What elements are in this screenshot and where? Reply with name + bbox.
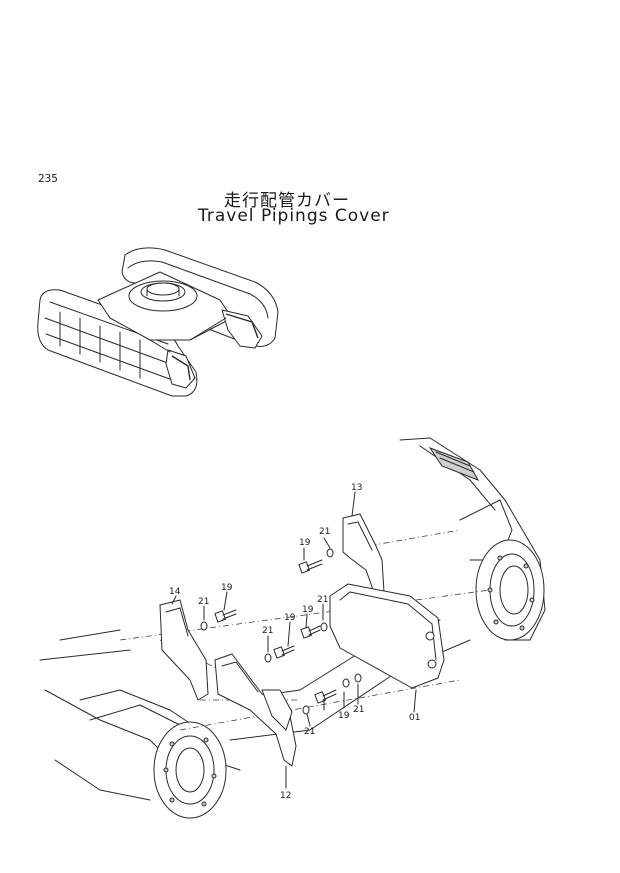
washer-21-e: [342, 678, 350, 688]
callout-19-b: 19: [221, 583, 233, 593]
callout-19-e: 19: [338, 711, 350, 721]
callout-21-e: 21: [353, 705, 364, 715]
washer-21-a: [326, 548, 334, 558]
bolt-19-d: [300, 625, 321, 639]
leader-lines: [171, 491, 417, 789]
callout-21-d: 21: [317, 595, 328, 605]
callout-12: 12: [280, 791, 291, 801]
callout-01: 01: [409, 713, 420, 723]
page-number: 235: [38, 172, 58, 185]
washer-21-f: [302, 705, 310, 715]
callout-19-c: 19: [284, 613, 296, 623]
bolt-19-a: [298, 559, 323, 574]
title-english: Travel Pipings Cover: [198, 206, 390, 226]
washer-21-c: [264, 653, 272, 663]
callout-14: 14: [169, 587, 181, 597]
callout-19-a: 19: [299, 538, 311, 548]
washer-21-d: [320, 622, 328, 632]
bolt-19-e: [314, 689, 337, 704]
callout-21-c: 21: [262, 626, 273, 636]
bolt-19-c: [273, 645, 295, 659]
track-frame-assembly: [39, 437, 546, 819]
callout-21-f: 21: [304, 727, 315, 737]
callout-21-a: 21: [319, 527, 330, 537]
title-japanese: 走行配管カバー: [224, 191, 350, 211]
undercarriage-overview: [37, 247, 279, 397]
washer-21-b: [200, 621, 208, 631]
callout-19-d: 19: [302, 605, 314, 615]
callout-21-b: 21: [198, 597, 209, 607]
washer-21-g: [354, 673, 362, 683]
cover-part-14: [159, 599, 209, 701]
callout-13: 13: [351, 483, 362, 493]
bolt-19-b: [214, 609, 237, 623]
cover-part-12: [214, 653, 297, 767]
